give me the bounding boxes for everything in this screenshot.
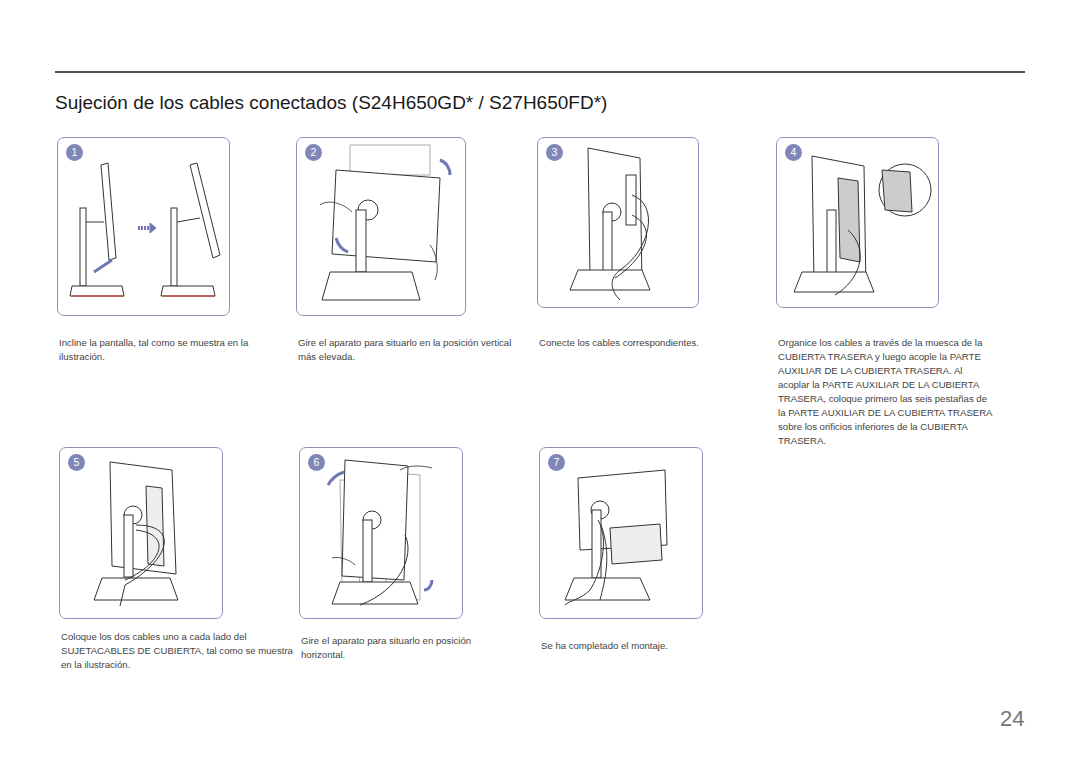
- step-panel: Conecte los cables correspondientes.3: [537, 137, 699, 308]
- step-caption: Incline la pantalla, tal como se muestra…: [59, 336, 274, 364]
- step-number: 3: [546, 144, 563, 161]
- callout-number: 4: [791, 146, 797, 158]
- step-panel: Se ha completado el montaje.7: [539, 447, 703, 619]
- step-number: 4: [785, 144, 802, 161]
- page-title: Sujeción de los cables conectados (S24H6…: [55, 92, 607, 114]
- callout-number: 3: [552, 146, 558, 158]
- callout-number: 2: [311, 146, 317, 158]
- step-caption: Organice los cables a través de la muesc…: [778, 336, 993, 448]
- step-panel: Incline la pantalla, tal como se muestra…: [57, 137, 230, 316]
- callout-number: 7: [554, 456, 560, 468]
- page-number: 24: [1000, 706, 1024, 732]
- step-panel: Organice los cables a través de la muesc…: [776, 137, 939, 308]
- step-caption: Gire el aparato para situarlo en la posi…: [298, 336, 513, 364]
- step-number: 1: [66, 144, 83, 161]
- callout-number: 5: [74, 456, 80, 468]
- callout-number: 6: [314, 456, 320, 468]
- step-panel: Coloque los dos cables uno a cada lado d…: [59, 447, 223, 619]
- callout-number: 1: [72, 146, 78, 158]
- step-number: 7: [548, 454, 565, 471]
- step-number: 5: [68, 454, 85, 471]
- step-number: 6: [308, 454, 325, 471]
- step-caption: Conecte los cables correspondientes.: [539, 336, 754, 350]
- step-panel: Gire el aparato para situarlo en la posi…: [296, 137, 466, 316]
- step-caption: Gire el aparato para situarlo en posició…: [301, 634, 501, 662]
- step-panel: Gire el aparato para situarlo en posició…: [299, 447, 463, 619]
- step-caption: Se ha completado el montaje.: [541, 639, 741, 653]
- step-number: 2: [305, 144, 322, 161]
- step-caption: Coloque los dos cables uno a cada lado d…: [61, 630, 297, 672]
